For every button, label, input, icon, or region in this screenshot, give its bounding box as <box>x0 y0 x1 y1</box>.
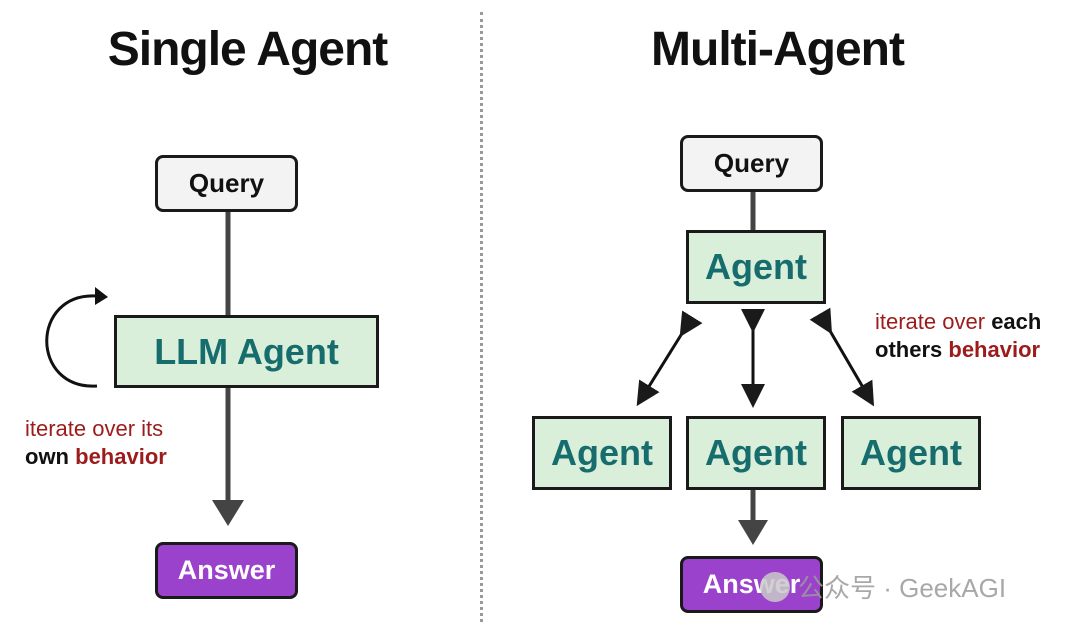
single-agent-title: Single Agent <box>107 23 389 76</box>
self-loop-arrow <box>45 294 98 388</box>
watermark: 公众号 · GeekAGI <box>760 568 1006 605</box>
multi-note-iterate-over: iterate over <box>875 309 986 334</box>
section-divider <box>480 12 483 622</box>
multi-note-behavior: behavior <box>948 337 1041 362</box>
single-answer-box: Answer <box>155 542 298 599</box>
multi-agent-to-answer-arrowhead <box>738 520 768 545</box>
bidirectional-arrow-right <box>809 307 875 407</box>
single-note-own: own <box>25 444 69 469</box>
multi-note-each: each <box>991 309 1042 334</box>
watermark-text: 公众号 · GeekAGI <box>798 573 1007 603</box>
multi-top-agent-box: Agent <box>686 230 826 304</box>
self-loop-arrowhead <box>95 287 108 305</box>
llm-to-answer-arrowhead <box>212 500 244 526</box>
multi-query-box: Query <box>680 135 823 192</box>
single-note-line1: iterate over its <box>25 416 164 441</box>
multi-agent-title: Multi-Agent <box>651 23 905 76</box>
single-note-behavior: behavior <box>75 444 167 469</box>
bidirectional-arrow-left <box>636 310 703 407</box>
sub-agent-box-2: Agent <box>686 416 826 490</box>
llm-agent-box: LLM Agent <box>114 315 379 388</box>
single-iterate-note: iterate over its own behavior <box>25 415 167 471</box>
wechat-icon <box>760 571 790 602</box>
sub-agent-box-1: Agent <box>532 416 672 490</box>
multi-note-others: others <box>875 337 943 362</box>
multi-iterate-note: iterate over each others behavior <box>875 308 1041 364</box>
single-query-box: Query <box>155 155 298 212</box>
sub-agent-box-3: Agent <box>841 416 981 490</box>
